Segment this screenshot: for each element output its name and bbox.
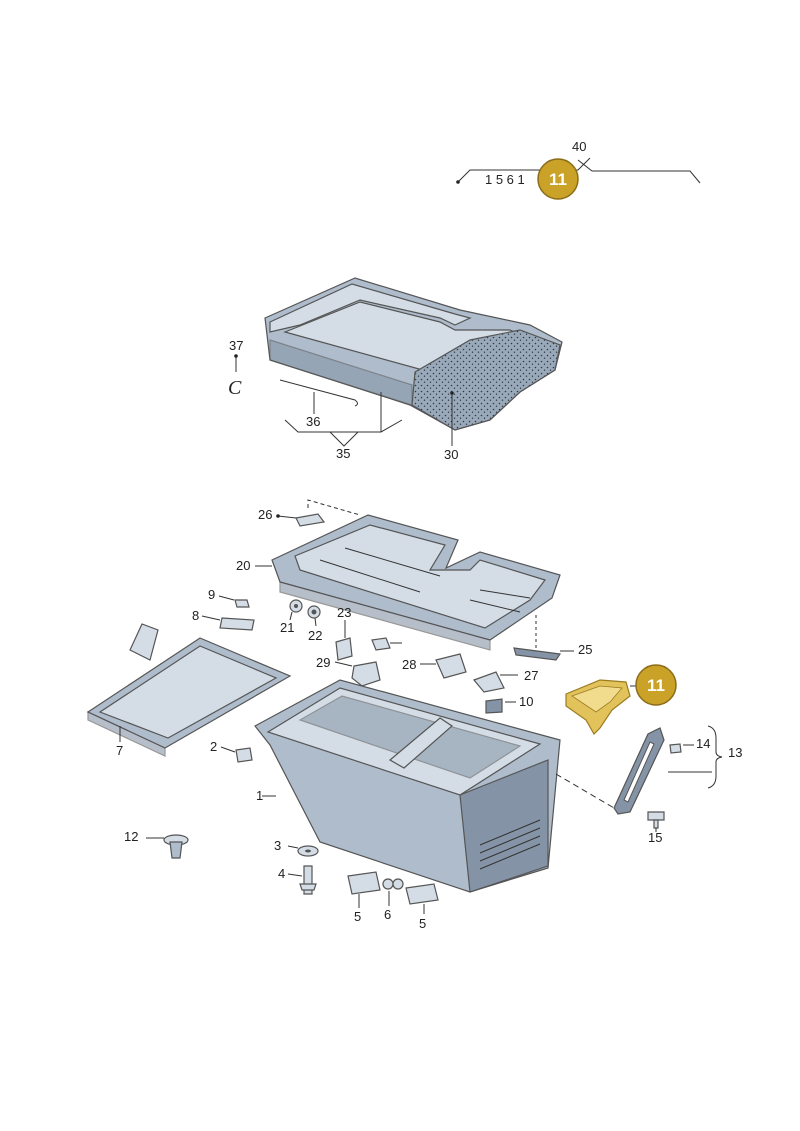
clip-8[interactable] bbox=[219, 617, 255, 631]
clip-22[interactable] bbox=[307, 605, 321, 619]
label-30: 30 bbox=[444, 447, 458, 462]
clip-6[interactable] bbox=[382, 878, 404, 890]
label-26: 26 bbox=[258, 507, 272, 522]
callout-badge-part[interactable]: 11 bbox=[635, 664, 677, 706]
label-23: 23 bbox=[337, 605, 351, 620]
storage-box[interactable] bbox=[254, 679, 561, 893]
nut-14[interactable] bbox=[669, 743, 682, 754]
stud-4[interactable] bbox=[299, 865, 317, 895]
label-14: 14 bbox=[696, 736, 710, 751]
label-27: 27 bbox=[524, 668, 538, 683]
pad-10[interactable] bbox=[485, 698, 503, 714]
seat-frame[interactable] bbox=[271, 514, 561, 651]
label-20: 20 bbox=[236, 558, 250, 573]
bracket-23[interactable] bbox=[335, 637, 353, 661]
bracket-5-right[interactable] bbox=[405, 883, 439, 905]
highlighted-part-11[interactable] bbox=[565, 679, 631, 735]
washer-3[interactable] bbox=[297, 845, 319, 857]
label-35: 35 bbox=[336, 446, 350, 461]
nut-2[interactable] bbox=[235, 747, 253, 763]
label-21: 21 bbox=[280, 620, 294, 635]
label-9: 9 bbox=[208, 587, 215, 602]
label-8: 8 bbox=[192, 608, 199, 623]
strip-25[interactable] bbox=[513, 647, 562, 661]
callout-badge-top[interactable]: 11 bbox=[537, 158, 579, 200]
label-25: 25 bbox=[578, 642, 592, 657]
clip-26[interactable] bbox=[295, 513, 326, 527]
clip-push[interactable] bbox=[371, 637, 391, 651]
rivet-12[interactable] bbox=[163, 834, 189, 859]
label-3: 3 bbox=[274, 838, 281, 853]
label-28: 28 bbox=[402, 657, 416, 672]
screw-15[interactable] bbox=[647, 811, 665, 829]
nut-9[interactable] bbox=[234, 599, 250, 608]
callout-badge-top-number: 11 bbox=[549, 170, 567, 189]
callout-badge-part-number: 11 bbox=[647, 676, 665, 695]
bracket-5-left[interactable] bbox=[347, 871, 381, 895]
label-5-right: 5 bbox=[419, 916, 426, 931]
label-10: 10 bbox=[519, 694, 533, 709]
tray-7[interactable] bbox=[86, 623, 292, 757]
label-37: 37 bbox=[229, 338, 243, 353]
label-36: 36 bbox=[306, 414, 320, 429]
seat-cushion-callouts: 30 36 35 37 C bbox=[228, 338, 458, 462]
seat-frame-callouts: 20 26 bbox=[236, 499, 361, 573]
label-13: 13 bbox=[728, 745, 742, 760]
bracket-28[interactable] bbox=[435, 653, 467, 679]
group-number: 40 bbox=[572, 139, 586, 154]
label-7: 7 bbox=[116, 743, 123, 758]
label-2: 2 bbox=[210, 739, 217, 754]
label-12: 12 bbox=[124, 829, 138, 844]
cover-plate[interactable] bbox=[613, 727, 665, 815]
bracket-29[interactable] bbox=[351, 661, 381, 687]
seat-cushion[interactable] bbox=[264, 277, 563, 431]
label-C: C bbox=[228, 377, 242, 399]
label-15: 15 bbox=[648, 830, 662, 845]
group-sequence: 1 5 6 1 bbox=[485, 172, 525, 187]
label-29: 29 bbox=[316, 655, 330, 670]
label-5-left: 5 bbox=[354, 909, 361, 924]
label-1: 1 bbox=[256, 788, 263, 803]
bracket-27[interactable] bbox=[472, 671, 505, 693]
clip-21[interactable] bbox=[289, 599, 303, 613]
label-22: 22 bbox=[308, 628, 322, 643]
top-group-reference: 1 5 6 1 40 bbox=[456, 139, 701, 187]
label-6: 6 bbox=[384, 907, 391, 922]
label-4: 4 bbox=[278, 866, 285, 881]
